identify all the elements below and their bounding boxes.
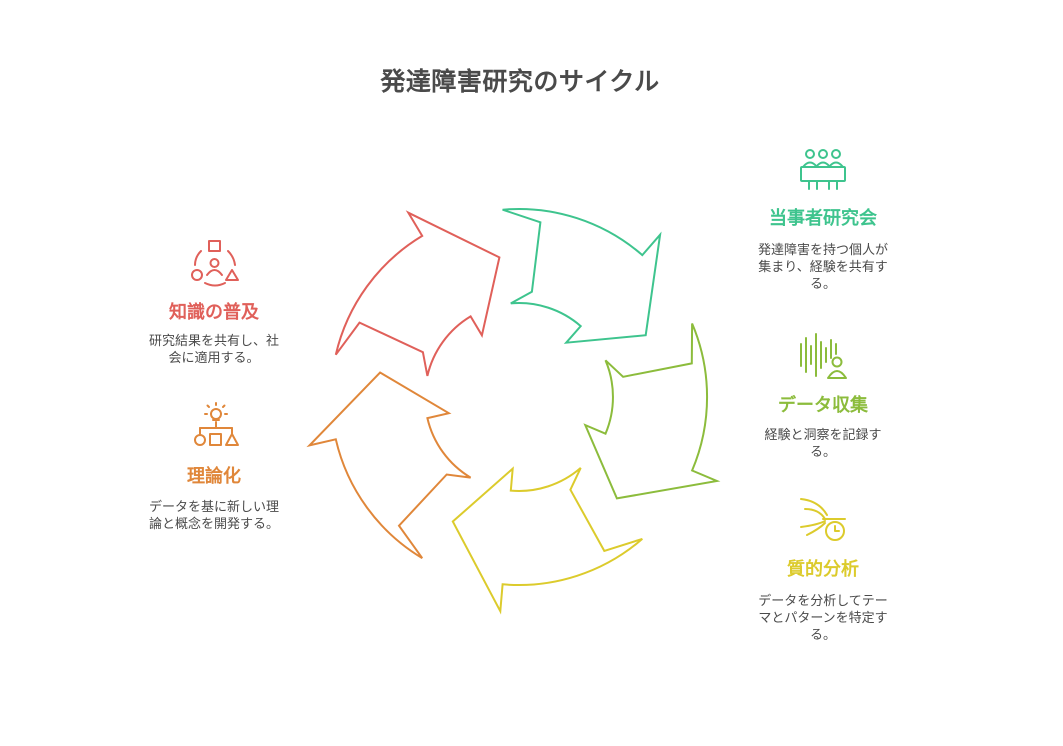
cycle-arrow-knowledge-dissemination <box>334 210 501 377</box>
stage-desc-qualitative-analysis: データを分析してテーマとパターンを特定する。 <box>758 594 888 643</box>
dissemination-shapes-icon <box>189 239 241 291</box>
lightbulb-hierarchy-icon <box>190 402 242 454</box>
stage-desc-theorization: データを基に新しい理論と概念を開発する。 <box>148 500 279 532</box>
stage-desc-data-collection: 経験と洞察を記録する。 <box>764 428 882 460</box>
cycle-arrow-theorization <box>306 371 472 559</box>
stage-label-theorization: 理論化 <box>187 466 241 487</box>
diagram-title: 発達障害研究のサイクル <box>380 67 660 96</box>
stage-label-peer-research: 当事者研究会 <box>769 208 877 229</box>
stage-label-knowledge-dissemination: 知識の普及 <box>169 302 259 323</box>
group-meeting-icon <box>797 145 849 197</box>
stage-label-data-collection: データ収集 <box>778 395 868 416</box>
cycle-arrow-peer-research <box>502 208 662 344</box>
cycle-arrow-qualitative-analysis <box>451 466 643 615</box>
cycle-arrow-data-collection <box>583 323 721 500</box>
sound-wave-person-icon <box>797 330 849 382</box>
stage-desc-knowledge-dissemination: 研究結果を共有し、社会に適用する。 <box>148 334 279 366</box>
analysis-chart-icon <box>797 493 849 545</box>
stage-label-qualitative-analysis: 質的分析 <box>787 559 859 580</box>
stage-desc-peer-research: 発達障害を持つ個人が集まり、経験を共有する。 <box>757 243 888 292</box>
